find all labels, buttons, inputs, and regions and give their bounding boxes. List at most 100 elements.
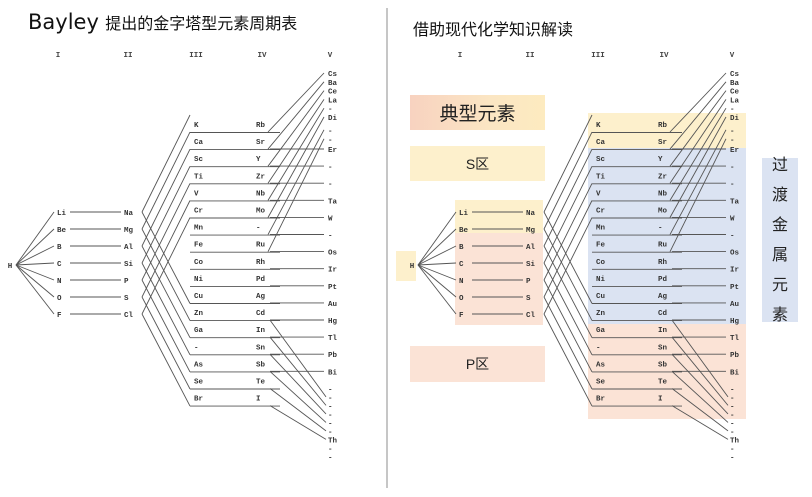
element-gap: -: [328, 386, 333, 394]
diagonal-up: [141, 149, 191, 247]
element-I: I: [256, 396, 261, 404]
p-block-region-2-3: [455, 233, 543, 325]
s-block-region-2-3: [455, 200, 543, 233]
h-link-line: [15, 264, 55, 298]
element-O: O: [57, 295, 62, 303]
diagonal-up: [141, 217, 191, 315]
element-gap: -: [328, 164, 333, 172]
element-Co: Co: [194, 259, 204, 267]
element-N: N: [57, 278, 62, 286]
diagonal-up: [267, 90, 325, 167]
diagonal-down: [141, 313, 191, 407]
element-Zr: Zr: [256, 173, 265, 181]
element-Ga: Ga: [194, 327, 204, 335]
right-title: 借助现代化学知识解读: [413, 20, 574, 39]
element-Ba: Ba: [328, 80, 338, 88]
element-Ir: Ir: [328, 267, 337, 275]
diagonal-up: [267, 129, 325, 235]
p-block-region-4-5: [588, 324, 746, 419]
element-Sn: Sn: [256, 344, 266, 352]
element-Mn: Mn: [194, 225, 204, 233]
element-K: K: [194, 122, 199, 130]
element-gap: -: [328, 446, 333, 454]
element-Ce: Ce: [328, 89, 338, 97]
element-gap: -: [194, 344, 199, 352]
element-gap: -: [328, 395, 333, 403]
element-Al: Al: [124, 244, 134, 252]
element-Th: Th: [328, 437, 338, 445]
element-In: In: [256, 327, 266, 335]
element-Na: Na: [124, 210, 134, 218]
title-cjk: 提出的金字塔型元素周期表: [105, 14, 298, 33]
element-Sc: Sc: [194, 156, 204, 164]
diagonal-up: [267, 81, 325, 150]
element-B: B: [57, 244, 62, 252]
s-block-region-4-5: [588, 113, 746, 148]
diagonal-up: [267, 99, 325, 184]
element-Pd: Pd: [256, 276, 265, 284]
element-gap: -: [328, 403, 333, 411]
element-Sr: Sr: [256, 139, 265, 147]
diagonal-down: [269, 336, 327, 406]
element-Fe: Fe: [194, 242, 204, 250]
h-link-line: [15, 211, 55, 266]
element-Cu: Cu: [194, 293, 203, 301]
title-latin: Bayley: [28, 10, 99, 34]
element-Cd: Cd: [256, 310, 265, 318]
diagonal-down: [141, 279, 191, 373]
left-title: Bayley 提出的金字塔型元素周期表: [28, 10, 297, 34]
p-block-label: P区: [410, 346, 545, 382]
column-header: V: [328, 52, 333, 60]
element-Ag: Ag: [256, 293, 266, 301]
diagonal-down: [141, 262, 191, 356]
element-gap: -: [328, 429, 333, 437]
transition-region: [588, 148, 746, 324]
tm-char: 金: [771, 215, 788, 234]
column-header: IV: [257, 52, 267, 60]
tm-char: 渡: [771, 185, 788, 204]
element-gap: -: [328, 106, 333, 114]
element-Si: Si: [124, 261, 134, 269]
panel-divider: [386, 8, 388, 488]
column-header: II: [123, 52, 132, 60]
diagonal-down: [141, 211, 191, 304]
element-Mg: Mg: [124, 227, 134, 235]
h-link-line: [15, 245, 55, 266]
element-gap: -: [256, 225, 261, 233]
diagonal-down: [269, 388, 327, 432]
element-Pb: Pb: [328, 352, 338, 360]
diagonal-down: [269, 405, 327, 440]
element-gap: -: [328, 137, 333, 145]
element-Te: Te: [256, 379, 266, 387]
element-Cr: Cr: [194, 208, 203, 216]
h-link-line: [15, 264, 55, 315]
element-W: W: [328, 215, 333, 223]
element-Ni: Ni: [194, 276, 204, 284]
element-Nb: Nb: [256, 190, 266, 198]
diagonal-down: [269, 319, 327, 398]
transition-metals-label: 过 渡 金 属 元 素: [762, 155, 798, 324]
element-Se: Se: [194, 379, 204, 387]
element-C: C: [57, 261, 62, 269]
element-Hg: Hg: [328, 318, 338, 326]
element-Di: Di: [328, 115, 338, 123]
column-header: III: [189, 52, 203, 60]
s-block-label: S区: [410, 146, 545, 181]
h-s-region: [396, 251, 416, 281]
tm-char: 过: [771, 155, 788, 174]
diagonal-down: [141, 296, 191, 390]
element-Sb: Sb: [256, 361, 266, 369]
diagonal-up: [141, 200, 191, 298]
h-link-line: [15, 264, 55, 281]
h-link-line: [15, 228, 55, 266]
typical-elements-label: 典型元素: [410, 95, 545, 130]
h-link-line: [15, 262, 55, 266]
tm-char: 素: [771, 305, 788, 324]
element-Be: Be: [57, 227, 67, 235]
diagonal-up: [141, 166, 191, 264]
element-Mo: Mo: [256, 208, 266, 216]
element-Zn: Zn: [194, 310, 204, 318]
element-gap: -: [328, 420, 333, 428]
